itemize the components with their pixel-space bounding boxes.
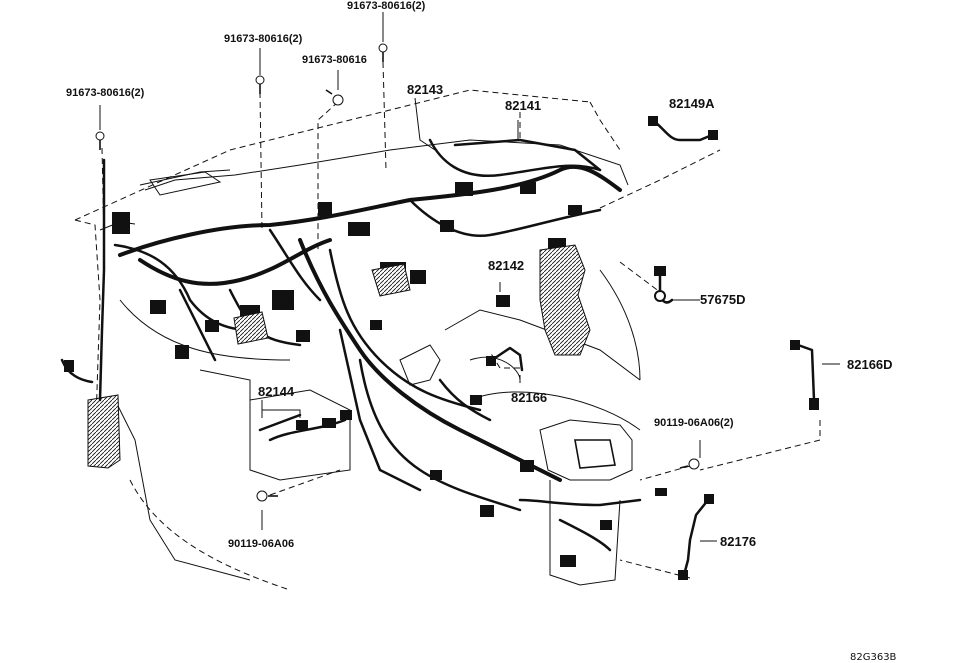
left-harness-strand bbox=[60, 158, 106, 402]
callout-labels: 91673-80616(2) 91673-80616(2) 91673-8061… bbox=[66, 0, 897, 663]
part-82149A-drawing bbox=[648, 116, 718, 142]
part-82166-drawing bbox=[486, 346, 524, 372]
drawing-code: 82G363B bbox=[850, 652, 897, 663]
dashboard-outline bbox=[74, 89, 641, 591]
bolt-icon bbox=[255, 75, 265, 94]
part-82166D-drawing bbox=[790, 340, 819, 410]
fasteners bbox=[95, 43, 700, 502]
bolt-icon bbox=[679, 458, 700, 470]
callout-82143: 82143 bbox=[407, 82, 443, 97]
callout-82166D: 82166D bbox=[847, 357, 893, 372]
callout-82142: 82142 bbox=[488, 258, 524, 273]
callout-90119-06A06-2: 90119-06A06(2) bbox=[654, 417, 734, 429]
callout-82141: 82141 bbox=[505, 98, 541, 113]
callout-82144: 82144 bbox=[258, 384, 295, 399]
callout-82176: 82176 bbox=[720, 534, 756, 549]
bolt-icon bbox=[325, 89, 344, 106]
bolt-icon bbox=[95, 131, 105, 150]
callout-82166: 82166 bbox=[511, 390, 547, 405]
bolt-icon bbox=[378, 43, 388, 62]
callout-91673-80616-2-mid: 91673-80616(2) bbox=[224, 33, 303, 45]
callout-90119-06A06: 90119-06A06 bbox=[228, 538, 294, 550]
hatched-modules bbox=[87, 244, 591, 469]
callout-82149A: 82149A bbox=[669, 96, 715, 111]
callout-57675D: 57675D bbox=[700, 292, 746, 307]
part-57675D-drawing bbox=[654, 266, 674, 304]
callout-91673-80616: 91673-80616 bbox=[302, 54, 367, 66]
main-harness bbox=[113, 138, 642, 552]
callout-91673-80616-2-left: 91673-80616(2) bbox=[66, 87, 145, 99]
bolt-icon bbox=[256, 490, 278, 502]
part-82176-drawing bbox=[678, 494, 714, 580]
callout-91673-80616-2-top: 91673-80616(2) bbox=[347, 0, 426, 12]
connectors bbox=[64, 182, 667, 567]
